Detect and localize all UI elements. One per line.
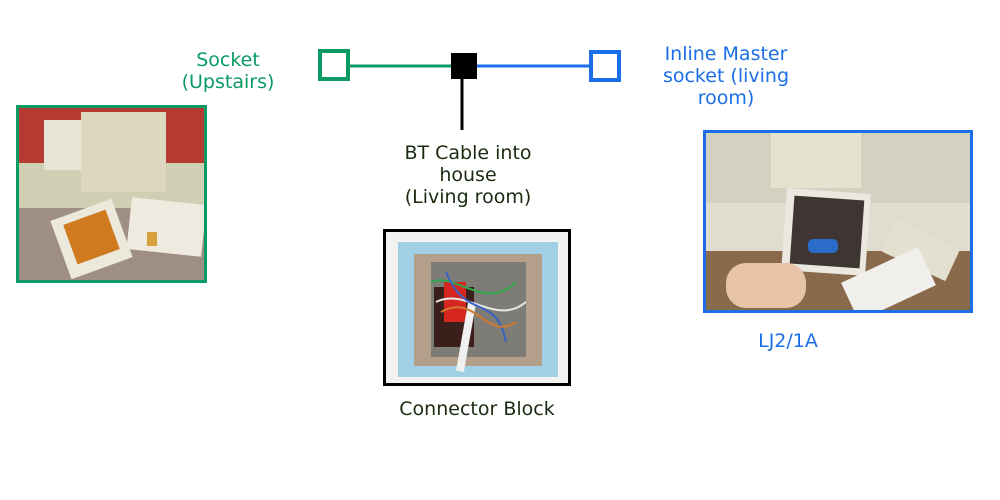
master-socket-node: [589, 50, 621, 82]
connector-block-caption: Connector Block: [399, 398, 555, 420]
bt-label-line1: BT Cable into: [404, 142, 532, 164]
connector-block-photo: [383, 229, 571, 386]
master-label-line2: socket (living: [662, 65, 790, 87]
master-socket-caption: LJ2/1A: [758, 330, 818, 352]
bt-label-line2: house: [439, 164, 497, 186]
junction-node: [451, 53, 477, 79]
master-socket-photo: [703, 130, 973, 313]
upstairs-label-line2: (Upstairs): [181, 71, 275, 93]
master-label-line3: room): [697, 87, 755, 109]
upstairs-socket-label: Socket (Upstairs): [160, 49, 296, 93]
upstairs-socket-photo: [16, 105, 207, 283]
upstairs-label-line1: Socket: [196, 49, 260, 71]
master-socket-label: Inline Master socket (living room): [638, 43, 814, 109]
bt-label-line3: (Living room): [404, 186, 532, 208]
upstairs-socket-node: [318, 49, 350, 81]
bt-cable-label: BT Cable into house (Living room): [380, 142, 556, 208]
master-label-line1: Inline Master: [664, 43, 788, 65]
